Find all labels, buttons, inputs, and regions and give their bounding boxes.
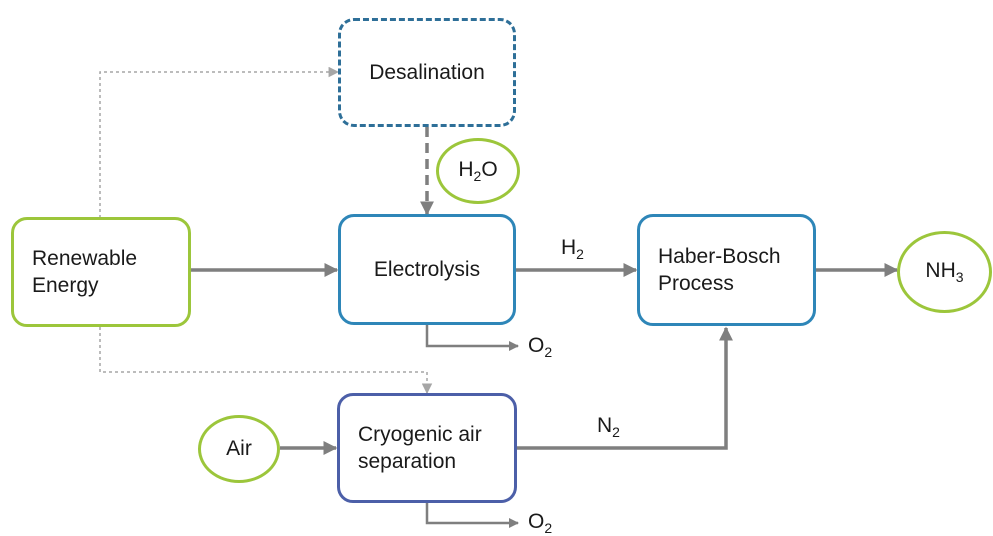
haber-bosch-box: Haber-Bosch Process xyxy=(637,214,816,326)
nitrogen-label: N2 xyxy=(597,414,620,441)
hydrogen-label: H2 xyxy=(561,236,584,263)
energy-to-desalination-line xyxy=(99,66,340,218)
water-label: H2O xyxy=(458,158,498,185)
oxygen-label-electrolysis: O2 xyxy=(528,334,553,361)
nitrogen-to-haber-arrow xyxy=(516,326,733,450)
ammonia-label: NH3 xyxy=(925,259,964,286)
electrolysis-box: Electrolysis xyxy=(338,214,516,325)
air-node: Air xyxy=(198,415,280,483)
energy-to-cryogenic-line xyxy=(99,327,433,395)
oxygen-label-cryogenic: O2 xyxy=(528,510,553,536)
renewable-energy-box: Renewable Energy xyxy=(11,217,191,327)
cryogenic-oxygen-arrow xyxy=(425,503,519,528)
cryogenic-separation-box: Cryogenic air separation xyxy=(337,393,517,503)
desalination-box: Desalination xyxy=(338,18,516,127)
electrolysis-oxygen-arrow xyxy=(425,325,519,351)
ammonia-node: NH3 xyxy=(897,231,992,313)
water-node: H2O xyxy=(436,138,520,204)
